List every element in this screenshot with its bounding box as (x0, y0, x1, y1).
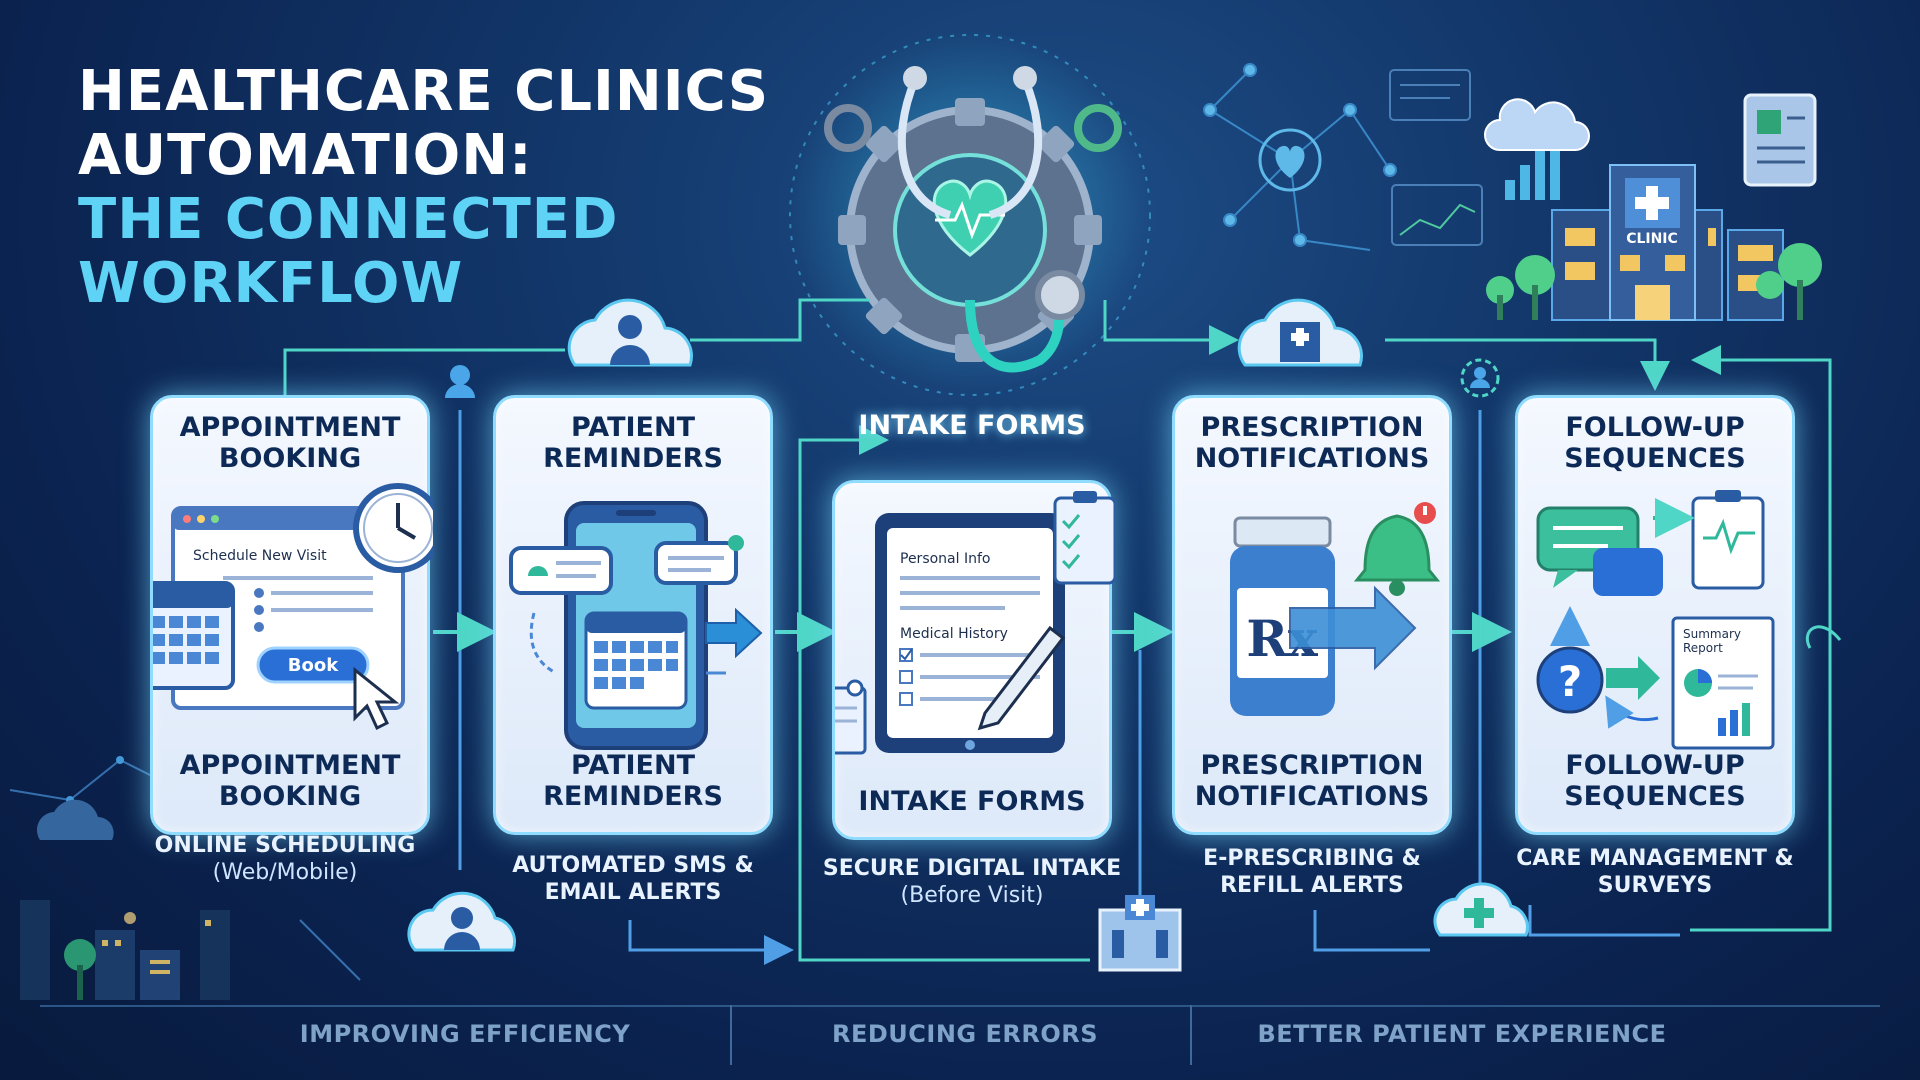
dashed-flow-arrow-icon (529, 612, 557, 675)
booking-illustration: Schedule New Visit (153, 483, 433, 731)
summary-report-icon: Summary Report (1671, 616, 1775, 750)
footer-divider (730, 1005, 732, 1065)
prescription-illustration: Rx (1230, 502, 1441, 716)
stage-card-patient-reminders[interactable]: PATIENT REMINDERS (493, 395, 773, 835)
dashboard-panel-icon (1389, 69, 1483, 246)
pill-bottle-icon: Rx (1230, 516, 1335, 716)
stage-title-top: FOLLOW-UP SEQUENCES (1564, 412, 1746, 474)
page-title: HEALTHCARE CLINICS AUTOMATION: THE CONNE… (78, 60, 798, 316)
green-arrow-icon (1606, 656, 1660, 700)
clinic-building-icon: CLINIC (1484, 93, 1822, 321)
city-skyline-icon (9, 756, 361, 1000)
stage-card-prescription-notifications[interactable]: PRESCRIPTION NOTIFICATIONS Rx PRESCRIPTI… (1172, 395, 1452, 835)
medical-cross-cloud-icon (1433, 882, 1529, 937)
doctor-cloud-icon (567, 298, 693, 367)
tablet-icon: Personal Info Medical History (875, 513, 1065, 753)
reminders-illustration (509, 501, 763, 750)
question-icon: ? (1536, 646, 1604, 714)
intake-illustration: Personal Info Medical History (835, 491, 1115, 755)
message-bubble-icon (654, 535, 744, 585)
document-icon (835, 679, 867, 755)
svg-text:?: ? (1558, 657, 1582, 706)
stage-desc-booking: ONLINE SCHEDULING (Web/Mobile) (135, 832, 435, 886)
stethoscope-gear-icon (789, 30, 1151, 396)
chat-bell-bubble-icon (509, 546, 613, 595)
smartphone-icon (564, 501, 708, 750)
return-arrow-icon (1605, 695, 1659, 729)
footer-divider (1190, 1005, 1192, 1065)
screen-heading: Schedule New Visit (193, 548, 327, 564)
send-arrow-icon (705, 607, 763, 659)
report-label-1: Summary (1683, 627, 1741, 641)
footer-divider-line (40, 1005, 1880, 1007)
health-clipboard-icon (1691, 490, 1765, 590)
calendar-icon (153, 581, 235, 690)
forward-arrow-icon (1289, 585, 1417, 671)
title-line-3: THE CONNECTED (78, 187, 619, 252)
title-line-4: WORKFLOW (78, 251, 464, 316)
nurse-cloud-icon (407, 891, 517, 952)
stage-title-top: PATIENT REMINDERS (543, 412, 723, 474)
footer-reducing-errors: REDUCING ERRORS (832, 1020, 1098, 1048)
stage-title-bottom: PRESCRIPTION NOTIFICATIONS (1194, 750, 1430, 812)
stage-desc-reminders: AUTOMATED SMS & EMAIL ALERTS (512, 853, 754, 905)
chat-bubble-icon (1536, 506, 1663, 596)
stage-title-top: APPOINTMENT BOOKING (179, 412, 401, 474)
user-icon (445, 365, 475, 398)
title-line-2: AUTOMATION: (78, 123, 533, 188)
book-button-label: Book (288, 655, 339, 676)
footer-improving-efficiency: IMPROVING EFFICIENCY (299, 1020, 631, 1048)
stage-card-intake-forms[interactable]: Personal Info Medical History (832, 480, 1115, 840)
intake-floating-title: INTAKE FORMS (858, 410, 1086, 441)
stage-card-appointment-booking[interactable]: APPOINTMENT BOOKING Schedule New Visit (150, 395, 433, 835)
desc-text: SECURE DIGITAL INTAKE (822, 856, 1122, 881)
user-sync-icon (1460, 358, 1500, 398)
footer-better-patient-experience: BETTER PATIENT EXPERIENCE (1257, 1020, 1667, 1048)
stage-card-follow-up-sequences[interactable]: FOLLOW-UP SEQUENCES ? (1515, 395, 1795, 835)
stage-desc-followup: CARE MANAGEMENT & SURVEYS (1516, 846, 1794, 898)
bell-alert-icon (1353, 502, 1441, 596)
stage-desc-prescription: E-PRESCRIBING & REFILL ALERTS (1203, 846, 1421, 898)
desc-text: ONLINE SCHEDULING (154, 833, 416, 858)
network-graph-icon (1203, 63, 1397, 251)
title-line-1: HEALTHCARE CLINICS (78, 59, 770, 124)
checklist-clipboard-icon (1053, 491, 1115, 585)
stage-desc-intake: SECURE DIGITAL INTAKE (Before Visit) (822, 855, 1122, 909)
clock-icon (353, 483, 433, 573)
form-section-medical: Medical History (900, 626, 1008, 642)
book-button[interactable]: Book (256, 646, 370, 684)
followup-illustration: ? Summary Report (1536, 490, 1775, 750)
report-label-2: Report (1683, 641, 1723, 655)
clinic-sign: CLINIC (1626, 231, 1678, 247)
desc-paren: (Before Visit) (900, 883, 1044, 908)
stage-title-bottom: FOLLOW-UP SEQUENCES (1564, 750, 1746, 812)
desc-paren: (Web/Mobile) (212, 860, 358, 885)
cursor-icon (353, 666, 400, 731)
pen-icon (977, 625, 1066, 731)
hospital-small-icon (1098, 895, 1182, 972)
stage-title-bottom: PATIENT REMINDERS (543, 750, 723, 812)
stage-title-bottom: INTAKE FORMS (858, 786, 1086, 817)
stage-title-bottom: APPOINTMENT BOOKING (179, 750, 401, 812)
form-section-personal: Personal Info (900, 551, 990, 567)
stage-title-top: PRESCRIPTION NOTIFICATIONS (1194, 412, 1430, 474)
bottom-flow-lines (628, 625, 1842, 965)
hospital-cloud-icon (1237, 298, 1363, 367)
